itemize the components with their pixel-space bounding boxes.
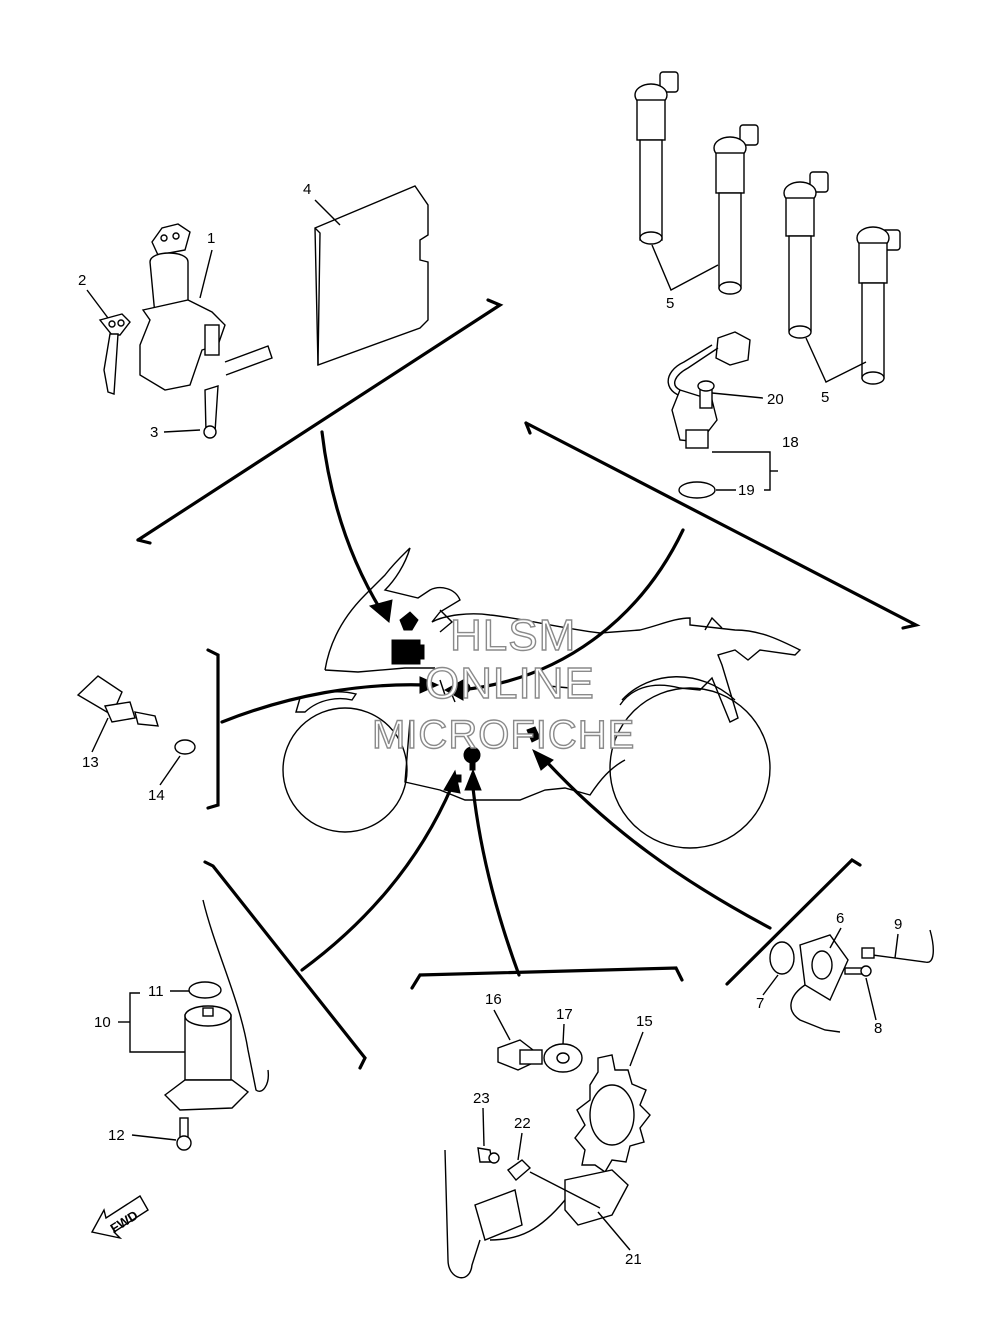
callout-18: 18	[782, 434, 799, 451]
callout-5-left: 5	[666, 295, 674, 312]
watermark-line3: MICROFICHE	[372, 713, 635, 757]
callout-15: 15	[636, 1013, 653, 1030]
watermark: HLSM ONLINE MICROFICHE	[371, 610, 635, 757]
callout-2: 2	[78, 272, 86, 289]
callout-10: 10	[94, 1014, 111, 1031]
callout-13: 13	[82, 754, 99, 771]
watermark-line1: HLSM	[450, 611, 576, 660]
callout-17: 17	[556, 1006, 573, 1023]
callout-23: 23	[473, 1090, 490, 1107]
callout-11: 11	[148, 983, 164, 1000]
callout-19: 19	[738, 482, 755, 499]
bracket-frames	[136, 298, 921, 1070]
leader-arrows	[220, 430, 772, 977]
gear-position-switch: 6 7 8 9	[756, 910, 934, 1037]
callout-20: 20	[767, 391, 784, 408]
callout-1: 1	[207, 230, 215, 247]
watermark-line2: ONLINE	[425, 659, 595, 708]
callout-7: 7	[756, 995, 764, 1012]
ignition-coils: 5 5	[634, 71, 901, 406]
callout-3: 3	[150, 424, 158, 441]
forward-direction-badge: FWD	[90, 1195, 149, 1240]
ecu-unit: 4	[303, 181, 429, 366]
pickup-coil-assembly: 16 17 15 23 22 21	[444, 991, 653, 1279]
temperature-sensor: 13 14	[76, 675, 196, 804]
callout-22: 22	[514, 1115, 531, 1132]
callout-9: 9	[894, 916, 902, 933]
callout-16: 16	[485, 991, 502, 1008]
callout-4: 4	[303, 181, 311, 198]
main-switch-assembly: 1 2 3	[78, 223, 273, 441]
callout-21: 21	[625, 1251, 642, 1268]
motorcycle-outline	[282, 547, 802, 849]
callout-6: 6	[836, 910, 844, 927]
solenoid-assembly: 11 10 12	[94, 899, 270, 1151]
speed-sensor-assembly: 20 18 19	[667, 331, 799, 499]
callout-8: 8	[874, 1020, 882, 1037]
callout-5-right: 5	[821, 389, 829, 406]
callout-14: 14	[148, 787, 165, 804]
callout-12: 12	[108, 1127, 125, 1144]
